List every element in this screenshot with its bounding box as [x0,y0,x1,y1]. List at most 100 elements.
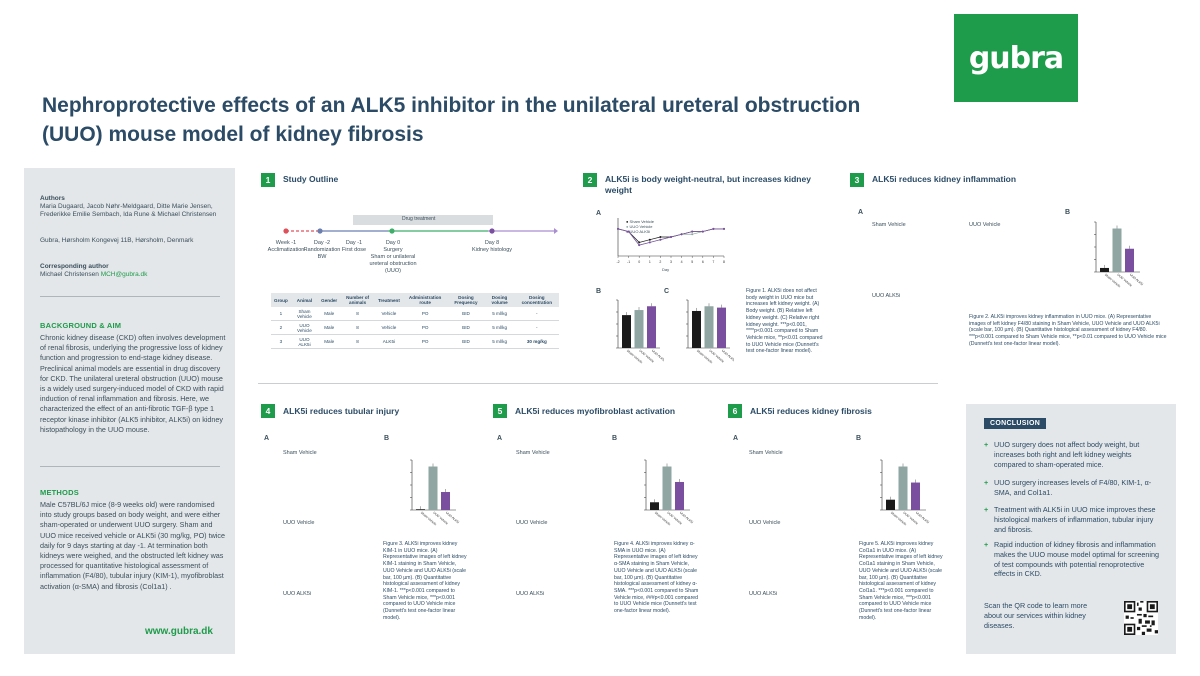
x-tick-label: 0 [638,260,640,264]
col-header: Group [271,293,291,307]
corresponding-label: Corresponding author [40,263,109,270]
col-header: Dosing concentration [514,293,559,307]
drug-treatment-bar [353,215,493,225]
drug-treatment-label: Drug treatment [402,216,436,222]
title-line-2: (UUO) mouse model of kidney fibrosis [42,123,424,146]
figure-4-caption: Figure 4. ALK5i improves kidney α-SMA in… [614,541,699,615]
corresponding-email-link[interactable]: MCH@gubra.dk [100,271,148,278]
bar [441,492,450,510]
tl-sub: First dose [341,247,367,253]
bar [662,466,672,510]
panel-2a-label: A [596,210,602,217]
timeline-dot-day0 [389,228,395,234]
study-design-table: Group Animal Gender Number of animals Tr… [271,293,559,349]
col-header: Gender [318,293,341,307]
cell: 2 [271,320,291,335]
section-6-title: ALK5i reduces kidney fibrosis [750,406,872,416]
sidebar: Authors Maria Dugaard, Jacob Nøhr-Meldga… [24,168,235,654]
section-5-title: ALK5i reduces myofibroblast activation [515,406,676,416]
cell: BID [447,334,485,349]
poster-title: Nephroprotective effects of an ALK5 inhi… [42,91,942,149]
cell: UUO ALK5i [290,334,319,349]
panel-3a-label: A [858,209,864,216]
study-timeline [283,215,558,234]
data-point [659,238,662,241]
panel-4b-label: B [384,435,390,442]
conclusion-bullet: +UUO surgery increases levels of F4/80, … [984,478,1164,498]
sidebar-divider [40,296,220,297]
row-divider [258,383,938,384]
section-5-badge: 5 [493,404,507,418]
qr-code-icon[interactable] [1124,601,1158,635]
legend-item: ● UUO Vehicle [626,224,653,229]
x-tick-label: 8 [723,260,725,264]
tl-sub: Randomization [303,247,341,253]
website-link[interactable]: www.gubra.dk [145,626,213,637]
image-label-uuo-vehicle: UUO Vehicle [516,520,548,526]
cell: - [514,307,559,321]
tl-sub: Surgery [383,247,403,253]
qr-prompt: Scan the QR code to learn more about our… [984,601,1088,630]
image-label-uuo-alk5i: UUO ALK5i [872,293,901,299]
bar [886,499,895,510]
cell: PO [402,307,448,321]
corresponding-author: Michael Christensen MCH@gubra.dk [40,270,224,279]
data-point [701,230,704,233]
cell: Vehicle [374,307,403,321]
x-tick-label: 4 [681,260,683,264]
bar [416,509,425,510]
tl-label: Day 8 [484,240,500,246]
image-label-uuo-alk5i: UUO ALK5i [749,591,778,597]
panel-3b-label: B [1065,209,1071,216]
cell: 5 ml/kg [484,307,515,321]
cell: ALK5i [374,334,403,349]
bar [634,310,644,348]
section-6-badge: 6 [728,404,742,418]
bar [1125,248,1134,272]
cell: BID [447,307,485,321]
tl-sub: ureteral obstruction [369,261,417,267]
timeline-dot-day-2 [317,228,323,234]
cell: - [514,320,559,335]
tl-sub: Kidney histology [471,247,513,253]
data-point [712,227,715,230]
x-tick-label: -1 [627,260,630,264]
image-label-uuo-vehicle: UUO Vehicle [283,520,315,526]
data-point [638,241,641,244]
section-2-title: ALK5i is body weight-neutral, but increa… [605,174,815,196]
bar [898,466,908,510]
section-3-badge: 3 [850,173,864,187]
cell: BID [447,320,485,335]
cell: PO [402,334,448,349]
data-point [670,236,672,238]
tl-sub: Acclimatization [267,247,305,253]
cell: Vehicle [374,320,403,335]
cell: 8 [340,307,375,321]
x-tick-label: -2 [616,260,619,264]
data-point [617,227,619,230]
legend-label: Sham Vehicle [629,219,655,224]
image-label-uuo-alk5i: UUO ALK5i [283,591,312,597]
legend-item: ● Sham Vehicle [626,219,655,224]
chart-2a-legend: ● Sham Vehicle ● UUO Vehicle ● UUO ALK5i [626,219,654,234]
x-tick-label: 2 [659,260,661,264]
x-tick-label: 1 [649,260,651,264]
col-header: Animal [290,293,319,307]
cell: 8 [340,334,375,349]
x-tick-label: 6 [702,260,704,264]
x-tick-label: 3 [670,260,672,264]
bar [692,310,701,348]
cell: PO [402,320,448,335]
data-point [723,227,725,230]
panel-2b-label: B [596,288,602,295]
figure-5-caption: Figure 5. ALK5i improves kidney Col1a1 i… [859,541,943,621]
section-2-badge: 2 [583,173,597,187]
chart-2a-x-label: Day [662,267,670,272]
tl-label: Day -2 [313,240,331,246]
